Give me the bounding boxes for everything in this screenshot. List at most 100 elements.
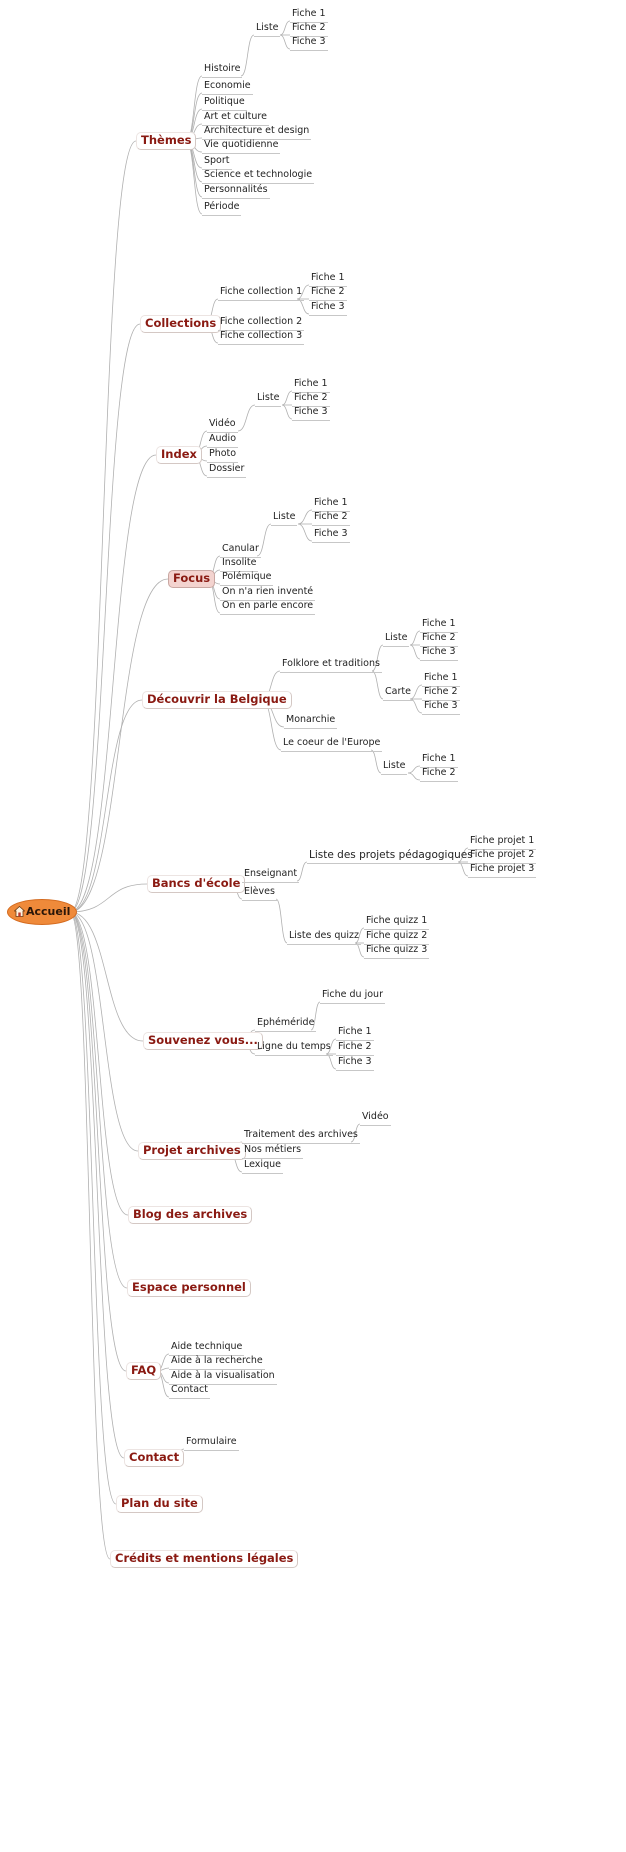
index-fiche-3[interactable]: Fiche 3 (292, 406, 330, 421)
index-fiche-2[interactable]: Fiche 2 (292, 392, 330, 407)
themes-item[interactable]: Politique (202, 96, 247, 111)
connector-line (310, 1001, 321, 1031)
themes-fiche-2[interactable]: Fiche 2 (290, 22, 328, 37)
souvenez-fiche-2[interactable]: Fiche 2 (336, 1041, 374, 1056)
projet-lexique[interactable]: Lexique (242, 1159, 283, 1174)
focus-item[interactable]: On n'a rien inventé (220, 586, 316, 601)
themes-item[interactable]: Vie quotidienne (202, 139, 281, 154)
focus-liste[interactable]: Liste (271, 511, 298, 526)
index-item[interactable]: Dossier (207, 463, 247, 478)
belgique-carte-fiche-2[interactable]: Fiche 2 (422, 686, 460, 701)
branch-index[interactable]: Index (156, 446, 202, 464)
themes-item[interactable]: Economie (202, 80, 253, 95)
belgique-liste-fiche-3[interactable]: Fiche 3 (420, 646, 458, 661)
bancs-fiche-projet-3[interactable]: Fiche projet 3 (468, 863, 537, 878)
index-fiche-1[interactable]: Fiche 1 (292, 378, 330, 393)
belgique-liste[interactable]: Liste (383, 632, 410, 647)
faq-item[interactable]: Aide à la recherche (169, 1355, 265, 1370)
focus-fiche-2[interactable]: Fiche 2 (312, 511, 350, 526)
belgique-liste-fiche-2[interactable]: Fiche 2 (420, 632, 458, 647)
bancs-liste-quizz[interactable]: Liste des quizz (287, 930, 361, 945)
root-node-accueil[interactable]: Accueil (7, 899, 77, 925)
index-item[interactable]: Audio (207, 433, 239, 448)
themes-liste[interactable]: Liste (254, 22, 281, 37)
bancs-fiche-projet-1[interactable]: Fiche projet 1 (468, 835, 537, 850)
belgique-coeur-europe[interactable]: Le coeur de l'Europe (281, 737, 383, 752)
collections-fiche-2[interactable]: Fiche 2 (309, 286, 347, 301)
connector-line (69, 578, 169, 913)
belgique-coeur-fiche-2[interactable]: Fiche 2 (420, 767, 458, 782)
bancs-eleves[interactable]: Elèves (242, 886, 277, 901)
connector-line (296, 861, 308, 882)
faq-item[interactable]: Contact (169, 1384, 210, 1399)
connector-line (240, 34, 255, 77)
themes-item[interactable]: Science et technologie (202, 169, 315, 184)
branch-collections[interactable]: Collections (140, 315, 222, 333)
themes-item[interactable]: Personnalités (202, 184, 270, 199)
themes-item[interactable]: Période (202, 201, 242, 216)
index-item[interactable]: Vidéo (207, 418, 238, 433)
belgique-folklore[interactable]: Folklore et traditions (280, 658, 382, 673)
contact-formulaire[interactable]: Formulaire (184, 1436, 239, 1451)
souvenez-fiche-du-jour[interactable]: Fiche du jour (320, 989, 385, 1004)
projet-nos-metiers[interactable]: Nos métiers (242, 1144, 304, 1159)
home-icon (14, 906, 25, 917)
focus-fiche-1[interactable]: Fiche 1 (312, 497, 350, 512)
souvenez-fiche-1[interactable]: Fiche 1 (336, 1026, 374, 1041)
collections-fiche-1[interactable]: Fiche 1 (309, 272, 347, 287)
themes-item[interactable]: Architecture et design (202, 125, 312, 140)
themes-item[interactable]: Sport (202, 155, 232, 170)
connector-line (69, 911, 125, 1459)
belgique-coeur-fiche-1[interactable]: Fiche 1 (420, 753, 458, 768)
branch-themes[interactable]: Thèmes (136, 132, 197, 150)
branch-espace-personnel[interactable]: Espace personnel (127, 1279, 251, 1297)
focus-item[interactable]: On en parle encore (220, 600, 316, 615)
themes-item[interactable]: Art et culture (202, 111, 269, 126)
connector-line (69, 911, 139, 1152)
belgique-monarchie[interactable]: Monarchie (284, 714, 338, 729)
collections-item[interactable]: Fiche collection 1 (218, 286, 305, 301)
branch-blog-archives[interactable]: Blog des archives (128, 1206, 253, 1224)
souvenez-ligne-du-temps[interactable]: Ligne du temps (255, 1041, 333, 1056)
souvenez-fiche-3[interactable]: Fiche 3 (336, 1056, 374, 1071)
belgique-coeur-liste[interactable]: Liste (381, 760, 408, 775)
belgique-carte-fiche-1[interactable]: Fiche 1 (422, 672, 460, 687)
branch-souvenez-vous[interactable]: Souvenez vous... (143, 1032, 263, 1050)
bancs-enseignant[interactable]: Enseignant (242, 868, 300, 883)
themes-fiche-1[interactable]: Fiche 1 (290, 8, 328, 23)
branch-bancs-ecole[interactable]: Bancs d'école (147, 875, 246, 893)
themes-item[interactable]: Histoire (202, 63, 243, 78)
projet-traitement[interactable]: Traitement des archives (242, 1129, 360, 1144)
belgique-carte-fiche-3[interactable]: Fiche 3 (422, 700, 460, 715)
belgique-carte[interactable]: Carte (383, 686, 413, 701)
faq-item[interactable]: Aide à la visualisation (169, 1370, 277, 1385)
focus-item[interactable]: Insolite (220, 557, 259, 572)
faq-item[interactable]: Aide technique (169, 1341, 245, 1356)
focus-item[interactable]: Polémique (220, 571, 274, 586)
branch-credits-mentions[interactable]: Crédits et mentions légales (110, 1550, 299, 1568)
bancs-fiche-quizz-3[interactable]: Fiche quizz 3 (364, 944, 430, 959)
bancs-fiche-quizz-1[interactable]: Fiche quizz 1 (364, 915, 430, 930)
collections-fiche-3[interactable]: Fiche 3 (309, 301, 347, 316)
focus-item[interactable]: Canular (220, 543, 261, 558)
index-item[interactable]: Photo (207, 448, 239, 463)
branch-focus[interactable]: Focus (168, 570, 216, 588)
branch-contact[interactable]: Contact (124, 1449, 185, 1467)
collections-item[interactable]: Fiche collection 2 (218, 316, 305, 331)
collections-item[interactable]: Fiche collection 3 (218, 330, 305, 345)
branch-projet-archives[interactable]: Projet archives (138, 1142, 246, 1160)
bancs-fiche-projet-2[interactable]: Fiche projet 2 (468, 849, 537, 864)
index-liste[interactable]: Liste (255, 392, 282, 407)
belgique-liste-fiche-1[interactable]: Fiche 1 (420, 618, 458, 633)
bancs-fiche-quizz-2[interactable]: Fiche quizz 2 (364, 930, 430, 945)
connector-line (69, 911, 111, 1560)
themes-fiche-3[interactable]: Fiche 3 (290, 36, 328, 51)
branch-faq[interactable]: FAQ (126, 1362, 162, 1380)
projet-video[interactable]: Vidéo (360, 1111, 391, 1126)
branch-plan-du-site[interactable]: Plan du site (116, 1495, 203, 1513)
focus-fiche-3[interactable]: Fiche 3 (312, 528, 350, 543)
connector-line (69, 911, 144, 1042)
bancs-liste-projets[interactable]: Liste des projets pédagogiques (307, 849, 475, 864)
souvenez-ephemeride[interactable]: Ephéméride (255, 1017, 317, 1032)
branch-decouvrir-belgique[interactable]: Découvrir la Belgique (142, 691, 292, 709)
